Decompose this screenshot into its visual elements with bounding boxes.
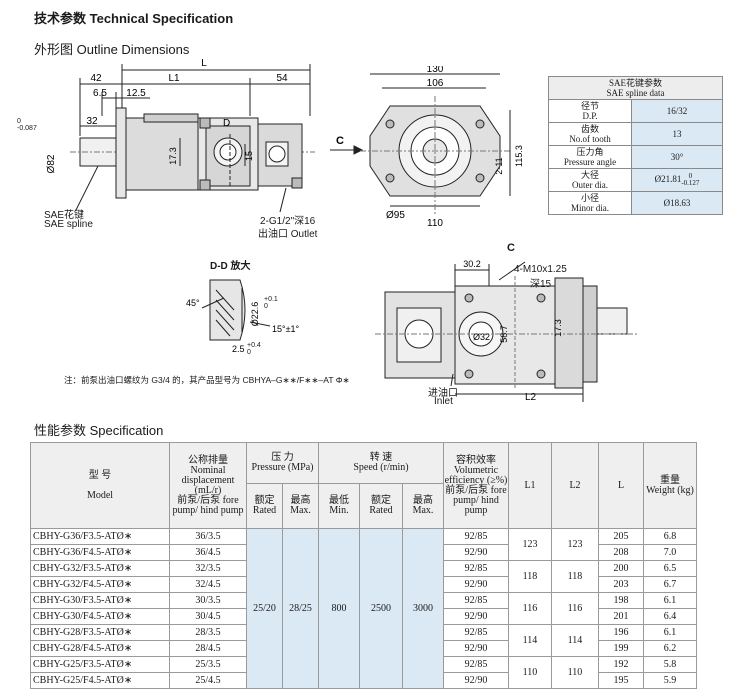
outlet-thread: 2-G1/2"深16 [260,216,316,227]
l1-group: 114 [508,624,552,657]
dim-45deg: 45° [186,298,200,308]
speed-max-value: 3000 [402,528,444,689]
sae-row-value: 13 [631,122,723,146]
outline-heading: 外形图 Outline Dimensions [34,42,190,57]
dim-L2: L2 [525,392,537,403]
l2-group: 116 [551,592,599,625]
col-l: L [598,442,644,529]
table-row: CBHY-G25/F3.5-ATØ∗ 25/3.5 92/85 110 110 … [30,656,697,689]
inlet-cn: 进油口 [428,388,458,399]
dim-130: 130 [427,66,444,75]
table-row: CBHY-G36/F3.5-ATØ∗ 36/3.5 25/20 28/25 80… [30,528,697,689]
sae-row-value: 30° [631,145,723,169]
dim-15deg: 15°±1° [272,324,300,334]
dd-detail-drawing: 45° Ø22.6 15°±1° 2.5 [186,279,300,354]
side-view-drawing: L 42 L1 54 6.5 12.5 32 Ø82 17.3 15 D [46,58,315,213]
dim-115-3: 115.3 [514,145,524,167]
speed-rated-value: 2500 [359,528,403,689]
dim-42: 42 [90,73,102,84]
dim-30-2: 30.2 [463,259,481,269]
table-row: CBHY-G32/F4.5-ATØ∗ 32/4.5 92/90 203 6.7 [30,576,697,593]
l1-group: 116 [508,592,552,625]
dim-12-5: 12.5 [126,88,146,99]
dim-17-3-top: 17.3 [553,319,563,337]
top-view-drawing: 30.2 Ø32 58.7 17.3 L2 [375,259,637,403]
sae-spline-en: SAE spline [44,219,93,230]
view-c-title: C [507,242,515,254]
col-l1: L1 [508,442,552,529]
dim-2-5: 2.5 [232,344,245,354]
dim-110: 110 [427,218,443,229]
dim-54: 54 [276,73,288,84]
dim-22-6-tol: +0.1 0 [264,296,278,310]
col-speed-min: 最低 Min. [318,483,360,529]
tech-spec-heading: 技术参数 Technical Specification [34,11,234,26]
sae-row-value: Ø18.63 [631,191,723,215]
footnote: 注：前泵出油口螺纹为 G3/4 的，其产品型号为 CBHYA–G∗∗/F∗∗–A… [64,375,350,385]
speed-min-value: 800 [318,528,360,689]
dim-L: L [201,58,207,69]
table-row: CBHY-G28/F4.5-ATØ∗ 28/4.5 92/90 199 6.2 [30,640,697,657]
dim-82: Ø82 [46,154,57,173]
dd-detail-title: D-D 放大 [210,261,251,272]
m10-thread: 4-M10x1.25 [514,264,567,275]
section-mark-d: D [223,118,230,129]
pressure-max-value: 28/25 [282,528,319,689]
front-view-drawing: C 130 106 110 Ø95 2-11 115.3 [330,66,524,229]
l2-group: 123 [551,528,599,561]
l1-group: 110 [508,656,552,689]
l1-group: 123 [508,528,552,561]
dim-2-5-tol: +0.4 0 [247,342,261,356]
col-pressure-rated: 额定 Rated [246,483,283,529]
m10-depth: 深15 [530,279,552,290]
pressure-rated-value: 25/20 [246,528,283,689]
col-l2: L2 [551,442,599,529]
inlet-en: Inlet [434,396,453,407]
l1-group: 118 [508,560,552,593]
dim-22-6: Ø22.6 [250,302,260,327]
dim-32-bore: Ø32 [473,332,490,342]
dim-95: Ø95 [386,210,405,221]
table-row: CBHY-G30/F3.5-ATØ∗ 30/3.5 92/85 116 116 … [30,592,697,625]
dim-15: 15 [244,151,254,161]
col-speed-max: 最高 Max. [402,483,444,529]
col-pressure-max: 最高 Max. [282,483,319,529]
dim-6-5: 6.5 [93,88,107,99]
table-row: CBHY-G28/F3.5-ATØ∗ 28/3.5 92/85 114 114 … [30,624,697,657]
table-row: CBHY-G25/F4.5-ATØ∗ 25/4.5 92/90 195 5.9 [30,672,697,689]
dim-2-11: 2-11 [494,157,504,174]
l2-group: 110 [551,656,599,689]
dim-L1: L1 [168,73,180,84]
col-speed-rated: 额定 Rated [359,483,403,529]
sae-row-value: 16/32 [631,99,723,123]
l2-group: 114 [551,624,599,657]
outlet-label: 出油口 Outlet [258,229,318,240]
l2-group: 118 [551,560,599,593]
view-c-arrow-label: C [336,135,344,147]
dim-32: 32 [86,116,98,127]
dim-17-3: 17.3 [168,147,178,165]
dim-82-tol: 0 -0.087 [17,118,37,132]
spec-heading: 性能参数 Specification [34,423,164,438]
dim-106: 106 [427,78,444,89]
sae-spline-cn: SAE花键 [44,210,85,221]
dim-58-7: 58.7 [499,325,509,343]
sae-outer-tol: 0 -0.127 [681,172,700,187]
